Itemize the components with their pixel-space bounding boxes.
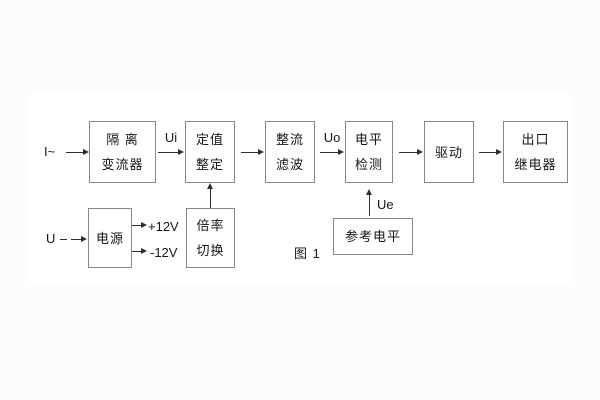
block-reference-level: 参考电平 (333, 218, 413, 255)
arrow-power-minus-12v (132, 248, 147, 254)
arrow-setting-to-rectifier (241, 149, 264, 155)
arrow-level-to-drive (399, 149, 423, 155)
block-power-supply-label: 电源 (95, 230, 124, 246)
label-voltage-input: U (46, 231, 56, 246)
block-ratio-switch: 倍率 切换 (186, 208, 235, 268)
block-isolation-transformer-line2: 变流器 (101, 157, 144, 172)
arrow-drive-to-relay (479, 149, 502, 155)
arrow-power-plus-12v (132, 222, 147, 228)
label-signal-ue: Ue (377, 197, 394, 212)
block-level-detect: 电平 检测 (345, 121, 393, 183)
label-signal-ui: Ui (164, 130, 178, 145)
block-setpoint-setting-line1: 定值 (195, 132, 224, 147)
block-output-relay-line2: 继电器 (514, 157, 557, 172)
arrow-ratio-to-setting (207, 183, 213, 208)
arrow-current-to-isolation (66, 149, 89, 155)
block-drive-label: 驱动 (434, 144, 463, 160)
figure-caption: 图 1 (294, 246, 321, 261)
arrow-isolation-to-setting (158, 149, 184, 155)
block-rectify-filter-line2: 滤波 (275, 157, 304, 172)
block-level-detect-line1: 电平 (354, 132, 383, 147)
arrow-rectifier-to-level (320, 149, 344, 155)
arrow-reference-to-level (366, 189, 372, 216)
block-isolation-transformer: 隔 离 变流器 (89, 121, 156, 183)
block-rectify-filter-line1: 整流 (275, 132, 304, 147)
label-minus-12v: -12V (150, 245, 178, 260)
block-reference-level-label: 参考电平 (344, 229, 401, 244)
block-ratio-switch-line1: 倍率 (196, 218, 225, 234)
label-plus-12v: +12V (148, 219, 179, 234)
block-setpoint-setting: 定值 整定 (185, 121, 235, 183)
block-level-detect-line2: 检测 (354, 157, 383, 172)
block-ratio-switch-line2: 切换 (196, 242, 225, 258)
line-voltage-dash (60, 239, 67, 240)
block-isolation-transformer-line1: 隔 离 (106, 132, 139, 147)
label-signal-uo: Uo (323, 130, 341, 145)
arrow-voltage-to-power (71, 236, 87, 242)
block-setpoint-setting-line2: 整定 (195, 157, 224, 172)
block-power-supply: 电源 (88, 208, 132, 268)
block-output-relay-line1: 出口 (521, 132, 550, 147)
block-rectify-filter: 整流 滤波 (265, 121, 315, 183)
block-output-relay: 出口 继电器 (503, 121, 568, 183)
label-current-input: I~ (44, 144, 56, 159)
block-drive: 驱动 (424, 121, 474, 183)
